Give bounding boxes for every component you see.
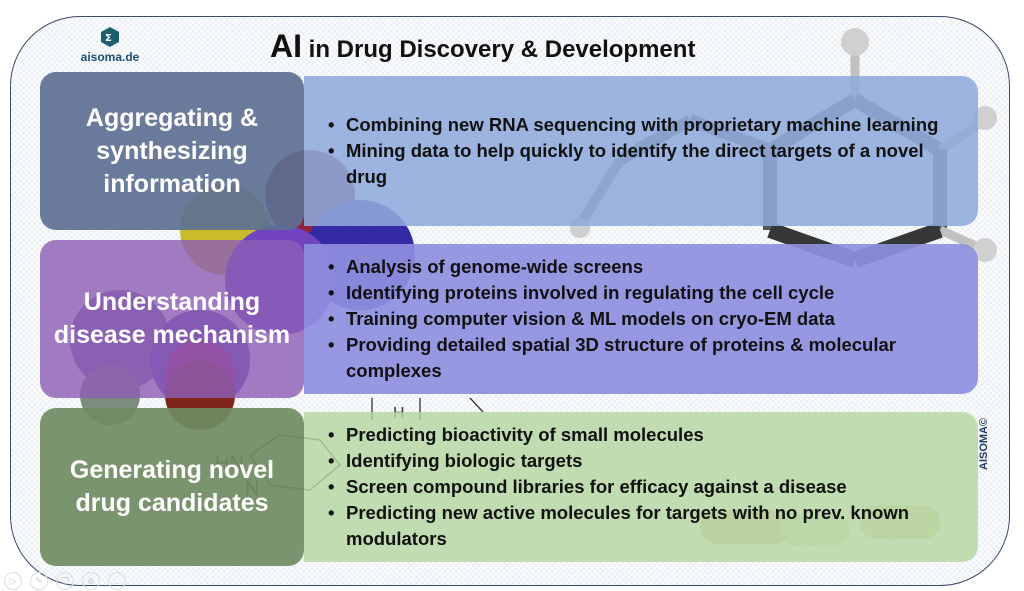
list-item: Providing detailed spatial 3D structure … xyxy=(328,332,958,384)
bullet-list: Analysis of genome-wide screens Identify… xyxy=(328,254,958,384)
slideshow-toolbar: ▷ ✎ ❐ ⊕ … xyxy=(4,572,126,590)
pen-icon[interactable]: ✎ xyxy=(30,572,48,590)
bullet-list: Combining new RNA sequencing with propri… xyxy=(328,112,958,190)
list-item: Combining new RNA sequencing with propri… xyxy=(328,112,958,138)
list-item: Analysis of genome-wide screens xyxy=(328,254,958,280)
title-emphasis: AI xyxy=(270,28,302,64)
list-item: Mining data to help quickly to identify … xyxy=(328,138,958,190)
title-rest: in Drug Discovery & Development xyxy=(302,36,696,63)
logo-text: aisoma.de xyxy=(80,50,140,64)
list-item: Training computer vision & ML models on … xyxy=(328,306,958,332)
row-label-text: Generating novel drug candidates xyxy=(69,456,275,517)
list-item: Identifying proteins involved in regulat… xyxy=(328,280,958,306)
list-item: Identifying biologic targets xyxy=(328,448,958,474)
logo: Σ aisoma.de xyxy=(75,26,145,64)
copy-icon[interactable]: ❐ xyxy=(56,572,74,590)
row-label-text: Understanding disease mechanism xyxy=(53,288,291,349)
row-label-understanding: Understanding disease mechanism xyxy=(40,240,304,398)
bullet-list: Predicting bioactivity of small molecule… xyxy=(328,422,958,552)
play-icon[interactable]: ▷ xyxy=(4,572,22,590)
row-body-understanding: Analysis of genome-wide screens Identify… xyxy=(304,244,978,394)
list-item: Screen compound libraries for efficacy a… xyxy=(328,474,958,500)
row-body-aggregating: Combining new RNA sequencing with propri… xyxy=(304,76,978,226)
more-icon[interactable]: … xyxy=(108,572,126,590)
page-title: AI in Drug Discovery & Development xyxy=(270,28,695,65)
list-item: Predicting bioactivity of small molecule… xyxy=(328,422,958,448)
svg-text:Σ: Σ xyxy=(105,33,112,44)
zoom-icon[interactable]: ⊕ xyxy=(82,572,100,590)
row-body-generating: Predicting bioactivity of small molecule… xyxy=(304,412,978,562)
copyright-text: AISOMA© xyxy=(978,417,990,470)
row-label-text: Aggregating & synthesizing information xyxy=(85,103,259,198)
row-label-aggregating: Aggregating & synthesizing information xyxy=(40,72,304,230)
row-label-generating: Generating novel drug candidates xyxy=(40,408,304,566)
aisoma-logo-icon: Σ xyxy=(99,26,121,48)
list-item: Predicting new active molecules for targ… xyxy=(328,500,958,552)
